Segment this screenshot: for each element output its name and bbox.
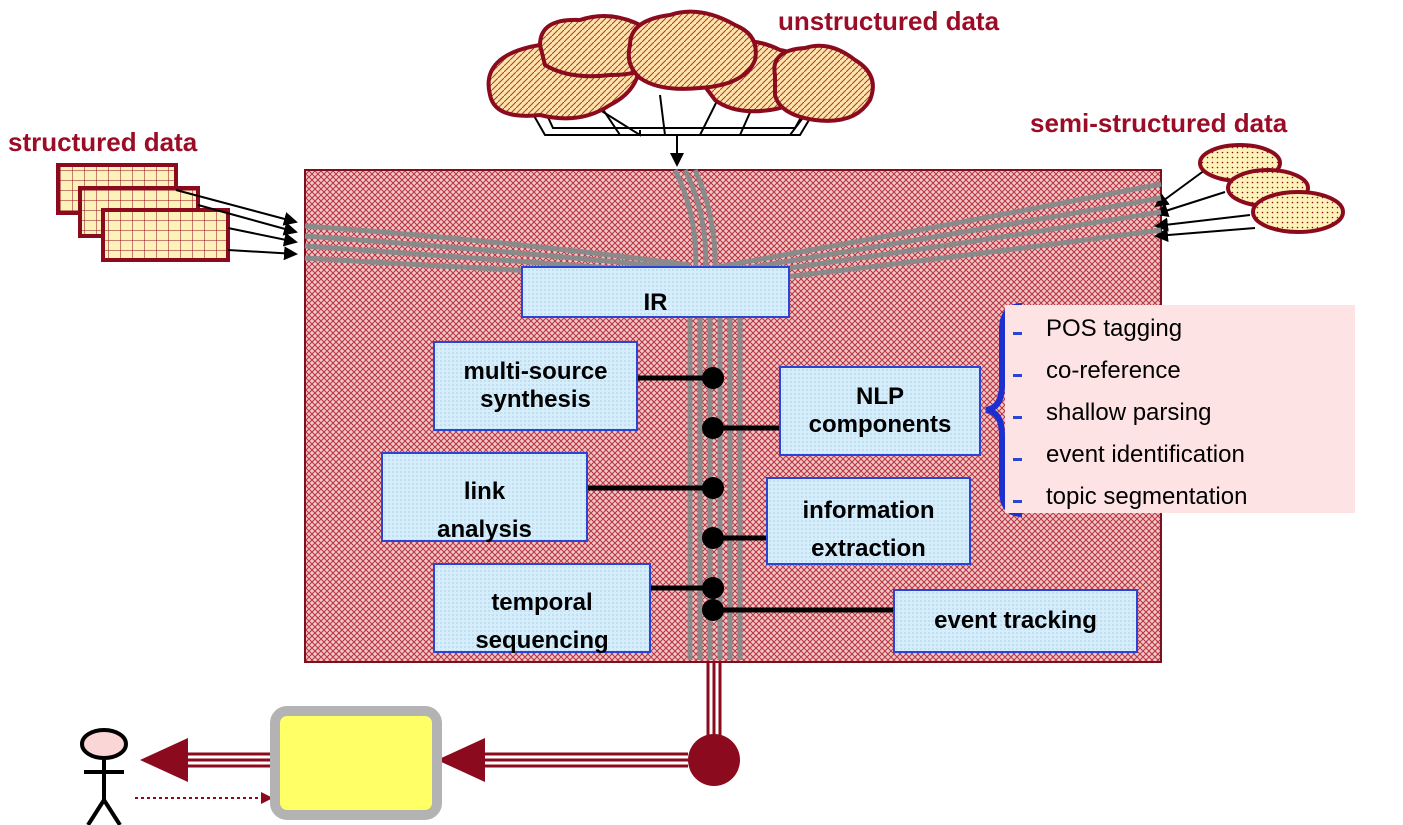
label-structured-data: structured data [8,127,198,157]
event-tracking-label: event tracking [934,607,1097,634]
output-box [270,706,442,820]
dash-icon [1013,500,1022,504]
info-label-line2: extraction [811,535,926,562]
dash-icon [1013,416,1022,420]
cloud-icon [486,9,875,137]
event-tracking-box: event tracking [893,589,1138,653]
dash-icon [1013,374,1022,378]
link-analysis-box: link analysis [381,452,588,543]
dash-icon [1013,332,1022,336]
ir-label: IR [643,289,668,316]
nlp-label-line1: NLP [856,383,904,410]
output-pipe [135,662,740,804]
list-item: co-reference [1013,357,1181,385]
multi-source-label-line1: multi-source [463,358,608,385]
user-stick-figure-icon [80,728,128,825]
nlp-components-box: NLP components [779,366,981,456]
ir-box: IR [521,266,790,318]
temporal-label-line2: sequencing [475,627,609,654]
multi-source-label-line2: synthesis [480,386,591,413]
dash-icon [1013,458,1022,462]
list-item: topic segmentation [1013,483,1247,511]
nlp-subcomponent-list: POS tagging co-reference shallow parsing… [1005,305,1355,513]
nlp-label-line2: components [808,411,952,438]
link-label-line1: link [463,478,506,505]
list-item: event identification [1013,441,1245,469]
label-unstructured-data: unstructured data [778,6,1000,36]
info-label-line1: information [802,497,935,524]
list-item: POS tagging [1013,315,1182,343]
disk-icon [1154,143,1345,243]
bus-nodes [702,367,724,621]
table-icon [56,163,298,262]
list-item: shallow parsing [1013,399,1211,427]
link-label-line2: analysis [437,516,532,543]
nlp-brace [985,303,1023,517]
multi-source-synthesis-box: multi-source synthesis [433,341,638,431]
label-semi-structured-data: semi-structured data [1030,108,1288,138]
temporal-label-line1: temporal [491,589,593,616]
temporal-sequencing-box: temporal sequencing [433,563,651,654]
information-extraction-box: information extraction [766,477,971,565]
